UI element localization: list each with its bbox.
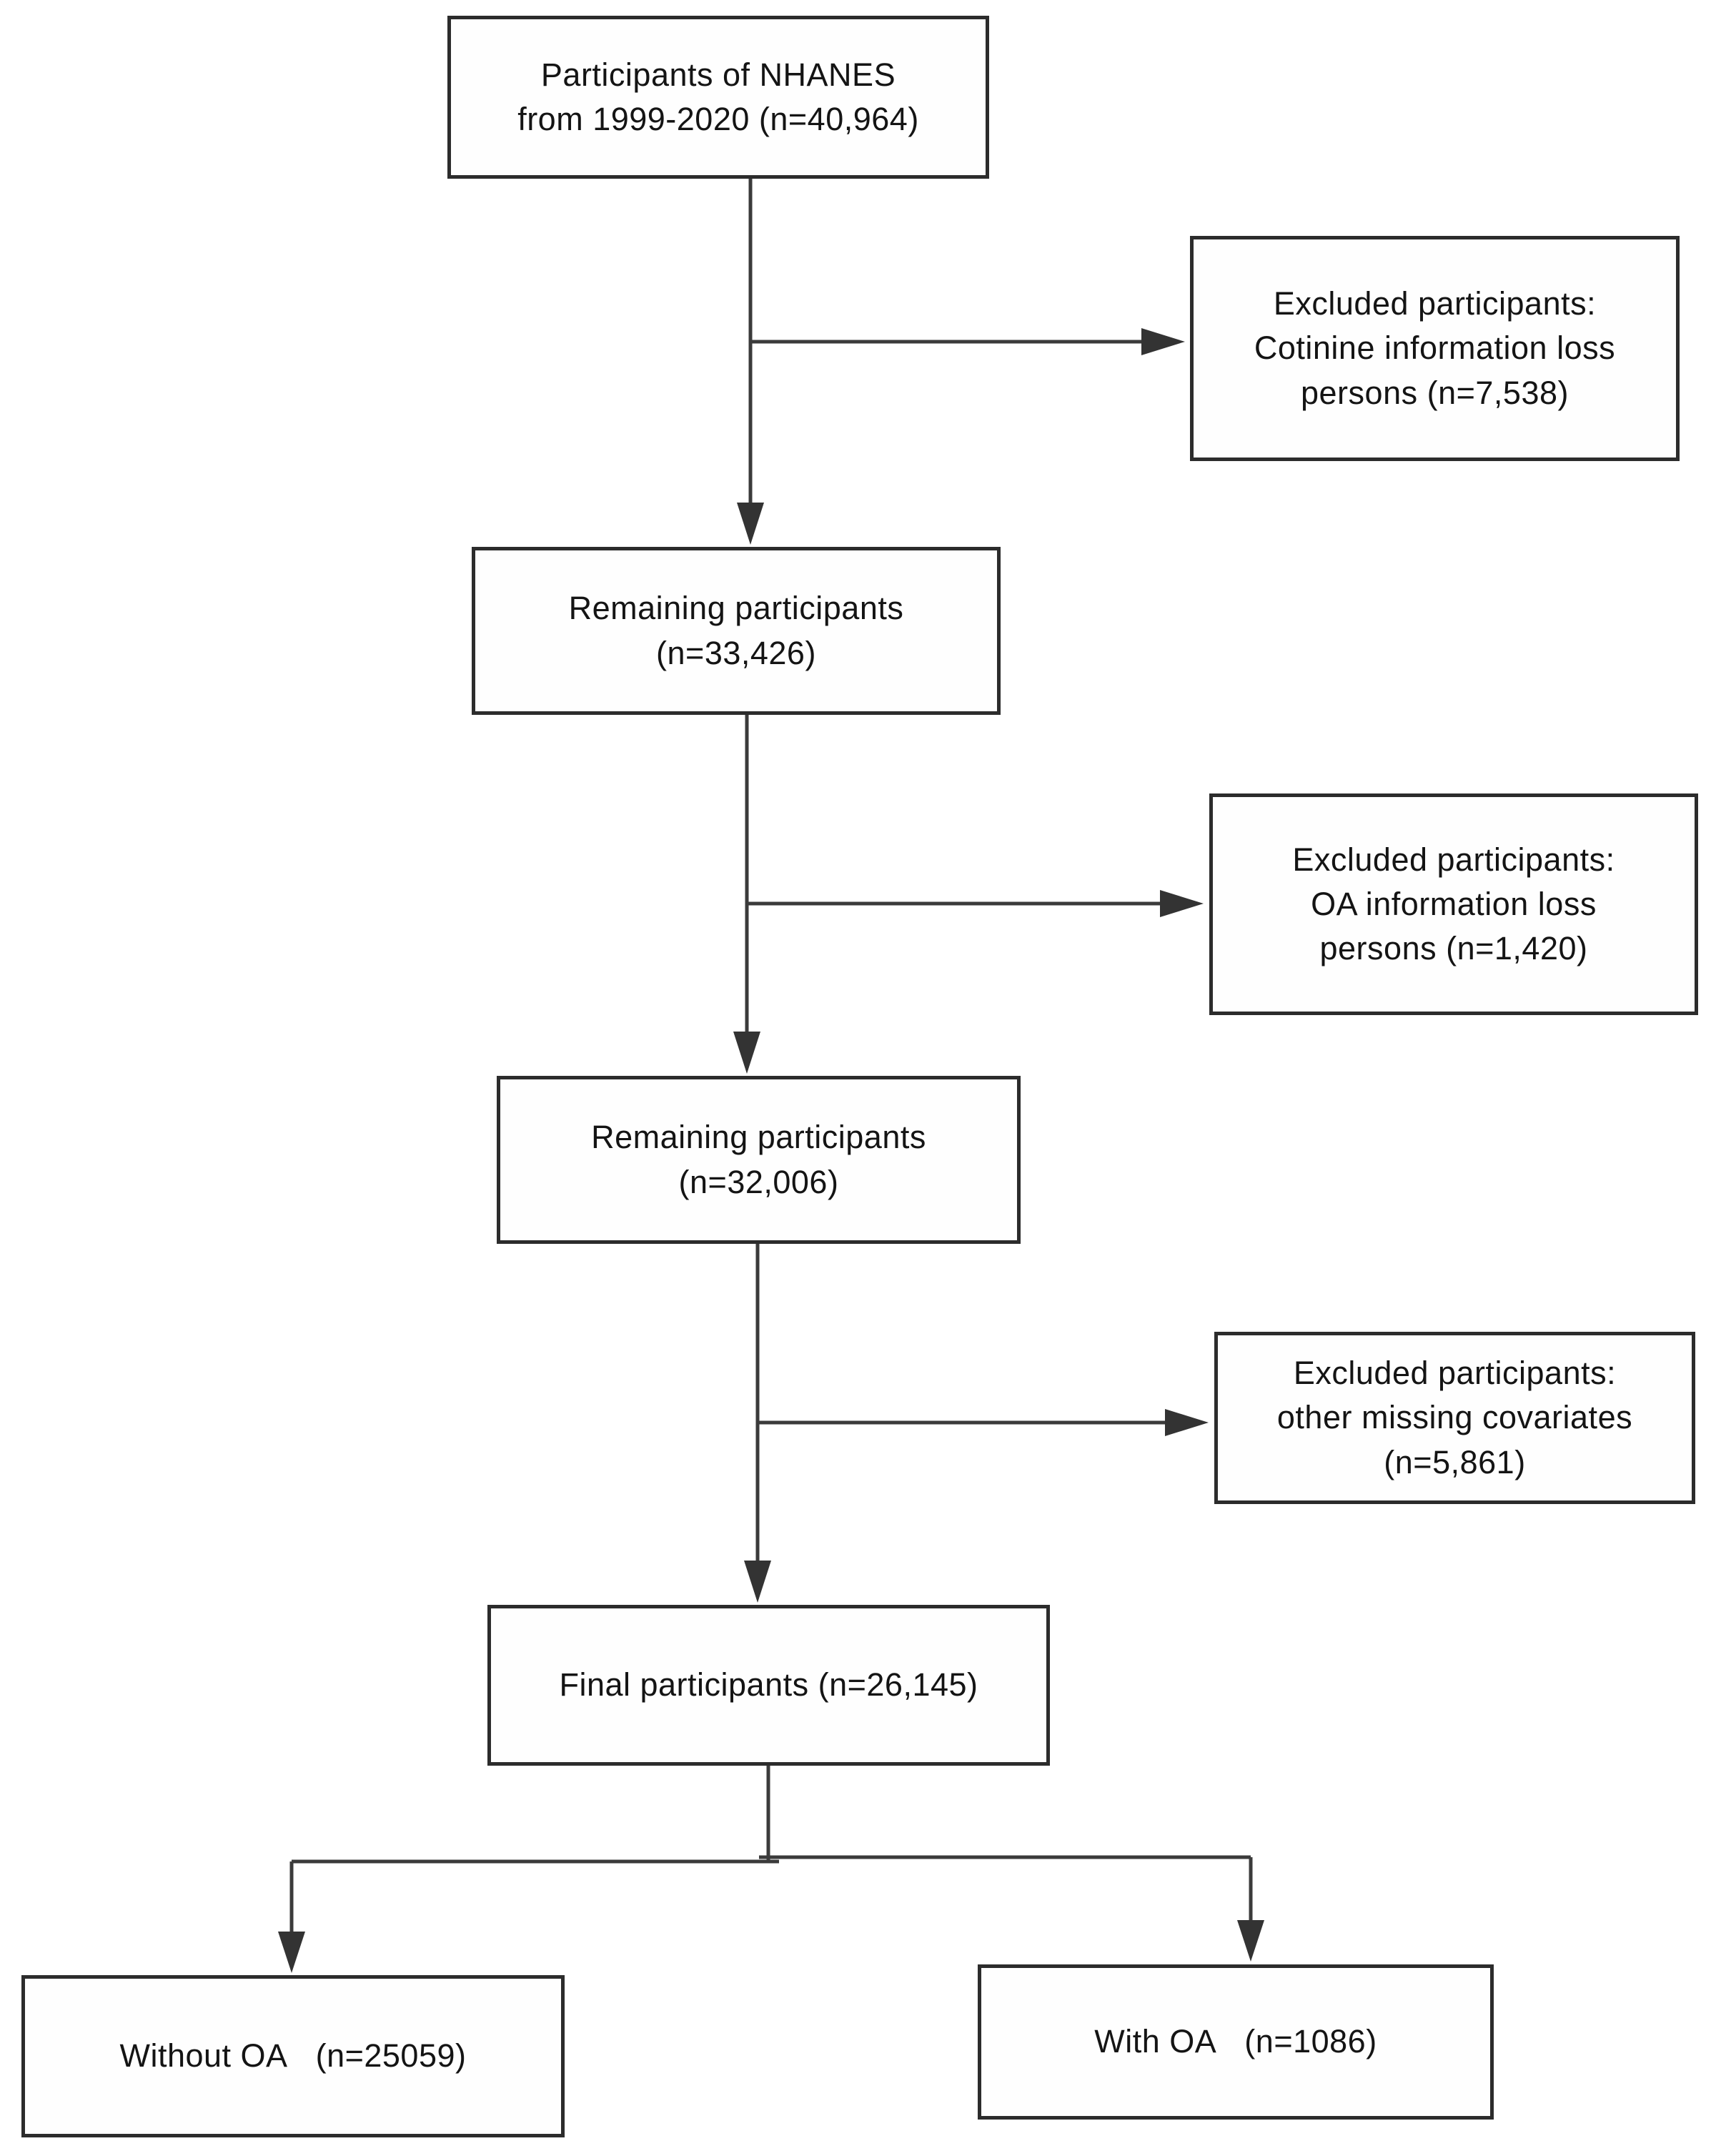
arrowhead-down-without-oa	[278, 1932, 305, 1973]
node-without-oa: Without OA (n=25059)	[21, 1975, 565, 2137]
node-text-line: Final participants (n=26,145)	[559, 1666, 978, 1703]
node-participants-nhanes: Participants of NHANES from 1999-2020 (n…	[447, 16, 989, 179]
arrowhead-right-oa-info	[1160, 890, 1204, 917]
arrowhead-down-remaining2	[733, 1032, 760, 1074]
node-remaining-33426: Remaining participants (n=33,426)	[472, 547, 1001, 715]
node-text-line: from 1999-2020 (n=40,964)	[517, 101, 919, 137]
node-text-line: (n=5,861)	[1384, 1443, 1526, 1480]
node-remaining-32006: Remaining participants (n=32,006)	[497, 1076, 1021, 1244]
arrowhead-down-final	[744, 1561, 771, 1603]
node-text-line: OA information loss	[1311, 885, 1597, 922]
arrowhead-right-cotinine	[1141, 328, 1185, 355]
node-text-line: Excluded participants:	[1293, 1355, 1617, 1392]
node-text-line: persons (n=7,538)	[1301, 374, 1569, 411]
node-text-line: Remaining participants	[568, 590, 904, 627]
node-excluded-covariates: Excluded participants: other missing cov…	[1214, 1332, 1695, 1504]
node-with-oa: With OA (n=1086)	[978, 1964, 1494, 2120]
arrowhead-right-covariates	[1165, 1409, 1209, 1436]
node-excluded-cotinine: Excluded participants: Cotinine informat…	[1190, 236, 1680, 461]
node-text-line: Excluded participants:	[1273, 285, 1597, 322]
node-final-participants: Final participants (n=26,145)	[487, 1605, 1050, 1766]
node-text-line: Cotinine information loss	[1254, 330, 1616, 367]
node-text-line: Remaining participants	[591, 1119, 926, 1156]
arrowhead-down-remaining1	[737, 503, 764, 545]
node-text-line: Excluded participants:	[1292, 841, 1615, 878]
node-text-line: Without OA (n=25059)	[119, 2037, 467, 2075]
node-text-line: Participants of NHANES	[540, 56, 896, 93]
node-text-line: (n=33,426)	[656, 634, 816, 671]
node-text-line: (n=32,006)	[678, 1163, 839, 1200]
node-text-line: With OA (n=1086)	[1094, 2023, 1377, 2060]
node-text-line: persons (n=1,420)	[1319, 930, 1588, 967]
node-excluded-oa-information: Excluded participants: OA information lo…	[1209, 793, 1698, 1015]
arrowhead-down-with-oa	[1237, 1920, 1264, 1962]
node-text-line: other missing covariates	[1276, 1399, 1633, 1436]
